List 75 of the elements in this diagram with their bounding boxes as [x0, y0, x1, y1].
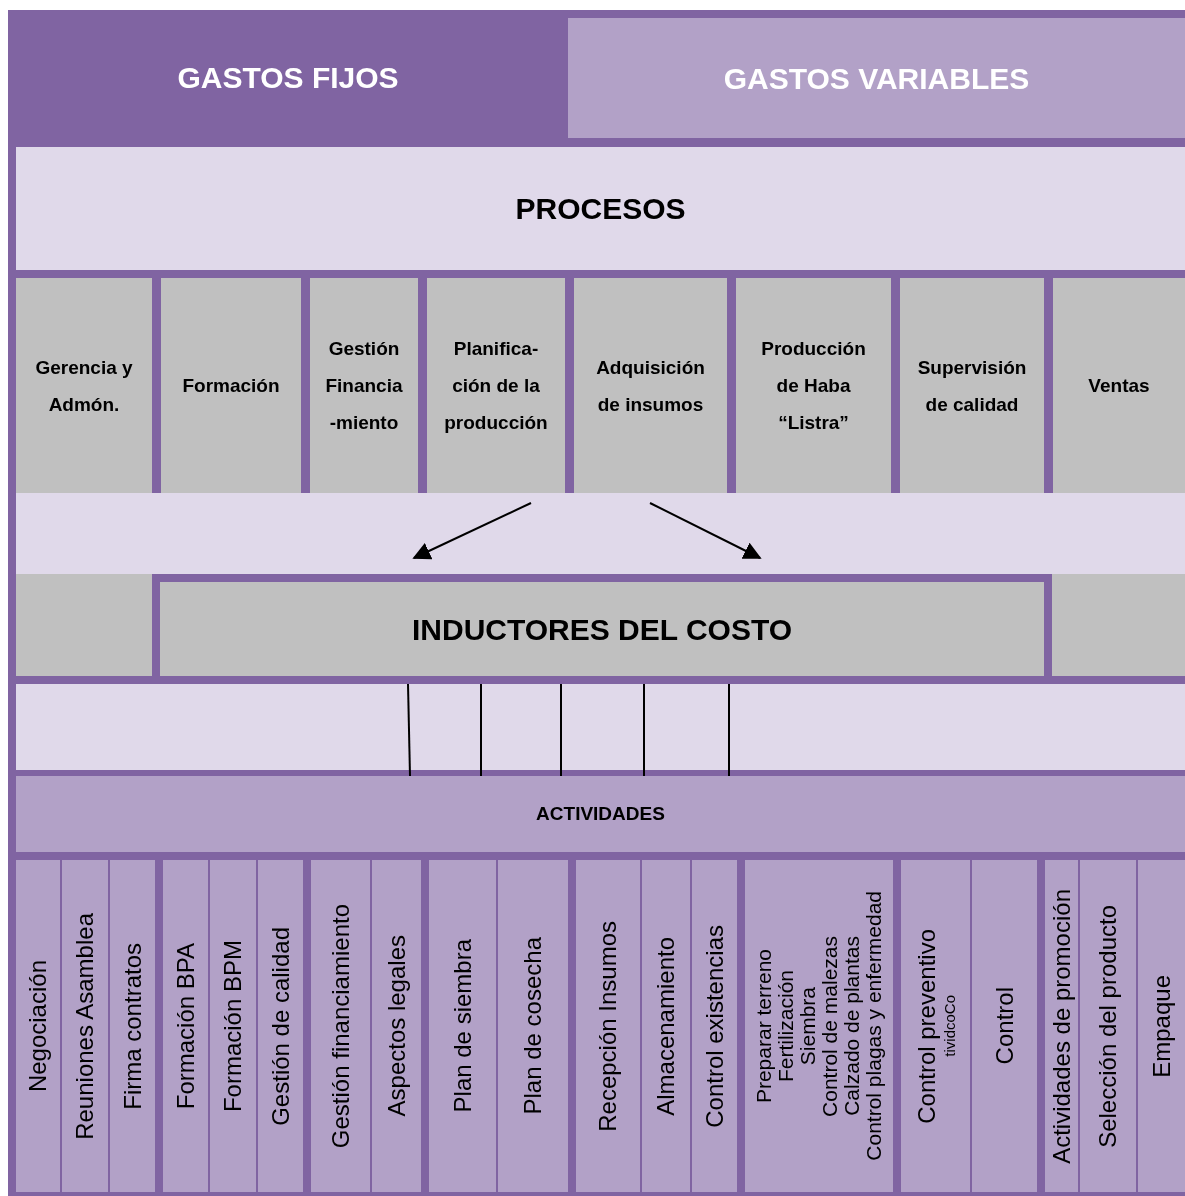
activity-column	[429, 860, 496, 1192]
activity-label: tividcoCo	[941, 995, 958, 1057]
activity-column	[1080, 860, 1136, 1192]
node-label: GASTOS FIJOS	[177, 60, 399, 96]
activity-label: Siembra	[797, 986, 819, 1066]
connector-line	[480, 683, 482, 777]
activity-column	[163, 860, 208, 1192]
activity-label: Gestión financiamiento	[326, 903, 355, 1149]
activity-column	[258, 860, 303, 1192]
process-box	[736, 278, 891, 493]
activity-label: Almacenamiento	[652, 936, 680, 1116]
activity-label: Actividades de promoción	[1047, 888, 1076, 1164]
node-label: Gerencia y Admón.	[34, 355, 134, 417]
activity-label: Negociación	[24, 959, 52, 1093]
activity-label: Control	[990, 987, 1019, 1065]
activity-column	[1045, 860, 1078, 1192]
node-label: Planifica- ción de la producción	[443, 337, 549, 435]
activity-label: Plan de cosecha	[519, 937, 547, 1115]
activity-label: Fertilización	[775, 969, 797, 1082]
activity-label: Control plagas y enfermedad	[863, 891, 885, 1161]
header-box	[568, 18, 1185, 138]
arrow	[649, 502, 762, 559]
activity-label: Recepción Insumos	[594, 920, 622, 1132]
activity-column	[498, 860, 568, 1192]
activity-column	[16, 860, 60, 1192]
activity-column	[311, 860, 370, 1192]
activity-label: Preparar terreno	[753, 948, 775, 1104]
activity-column	[692, 860, 737, 1192]
activity-label: Selección del producto	[1094, 904, 1122, 1148]
activity-column	[1138, 860, 1185, 1192]
activity-label: Formación BPM	[219, 939, 247, 1112]
process-box	[427, 278, 565, 493]
activity-column	[110, 860, 155, 1192]
section-band	[16, 776, 1185, 852]
node-label: Formación	[182, 374, 280, 398]
activity-label: Empaque	[1147, 974, 1176, 1078]
activity-label: Plan de siembra	[448, 939, 477, 1113]
activity-column	[745, 860, 893, 1192]
activity-column	[901, 860, 970, 1192]
node-label: GASTOS VARIABLES	[723, 60, 1030, 97]
activity-label: Control preventivo	[913, 928, 941, 1124]
node-label: Adquisición de insumos	[595, 355, 706, 417]
connector-line	[407, 683, 411, 777]
activity-label: Gestión de calidad	[266, 926, 295, 1126]
process-box	[574, 278, 727, 493]
process-box	[310, 278, 418, 493]
activity-column	[972, 860, 1037, 1192]
process-box	[161, 278, 301, 493]
activity-column	[62, 860, 108, 1192]
node-label: Producción de Haba “Listra”	[760, 337, 867, 435]
node-label: Supervisión de calidad	[916, 355, 1028, 417]
activity-label: Control de malezas	[819, 935, 841, 1117]
section-band	[16, 147, 1185, 270]
activity-column	[576, 860, 640, 1192]
activity-column	[372, 860, 421, 1192]
node-label: PROCESOS	[515, 191, 686, 227]
activity-label: Formación BPA	[171, 942, 200, 1110]
node-label: ACTIVIDADES	[536, 801, 665, 826]
process-box	[16, 278, 152, 493]
activity-label: Control existencias	[700, 924, 729, 1128]
connector-line	[728, 683, 730, 777]
process-box	[900, 278, 1044, 493]
activity-label: Firma contratos	[118, 942, 147, 1110]
arrow	[412, 502, 532, 560]
connector-line	[560, 683, 562, 777]
node-label: Ventas	[1088, 374, 1150, 398]
node-label: Gestión Financia -miento	[324, 337, 404, 435]
activity-column	[210, 860, 256, 1192]
activity-label: Aspectos legales	[382, 935, 411, 1117]
activity-label: Reuniones Asamblea	[71, 912, 99, 1140]
activity-column	[642, 860, 690, 1192]
activity-label: Calzado de plantas	[841, 936, 863, 1116]
process-box	[1053, 278, 1185, 493]
connector-line	[643, 683, 645, 777]
node-label: INDUCTORES DEL COSTO	[411, 611, 793, 648]
